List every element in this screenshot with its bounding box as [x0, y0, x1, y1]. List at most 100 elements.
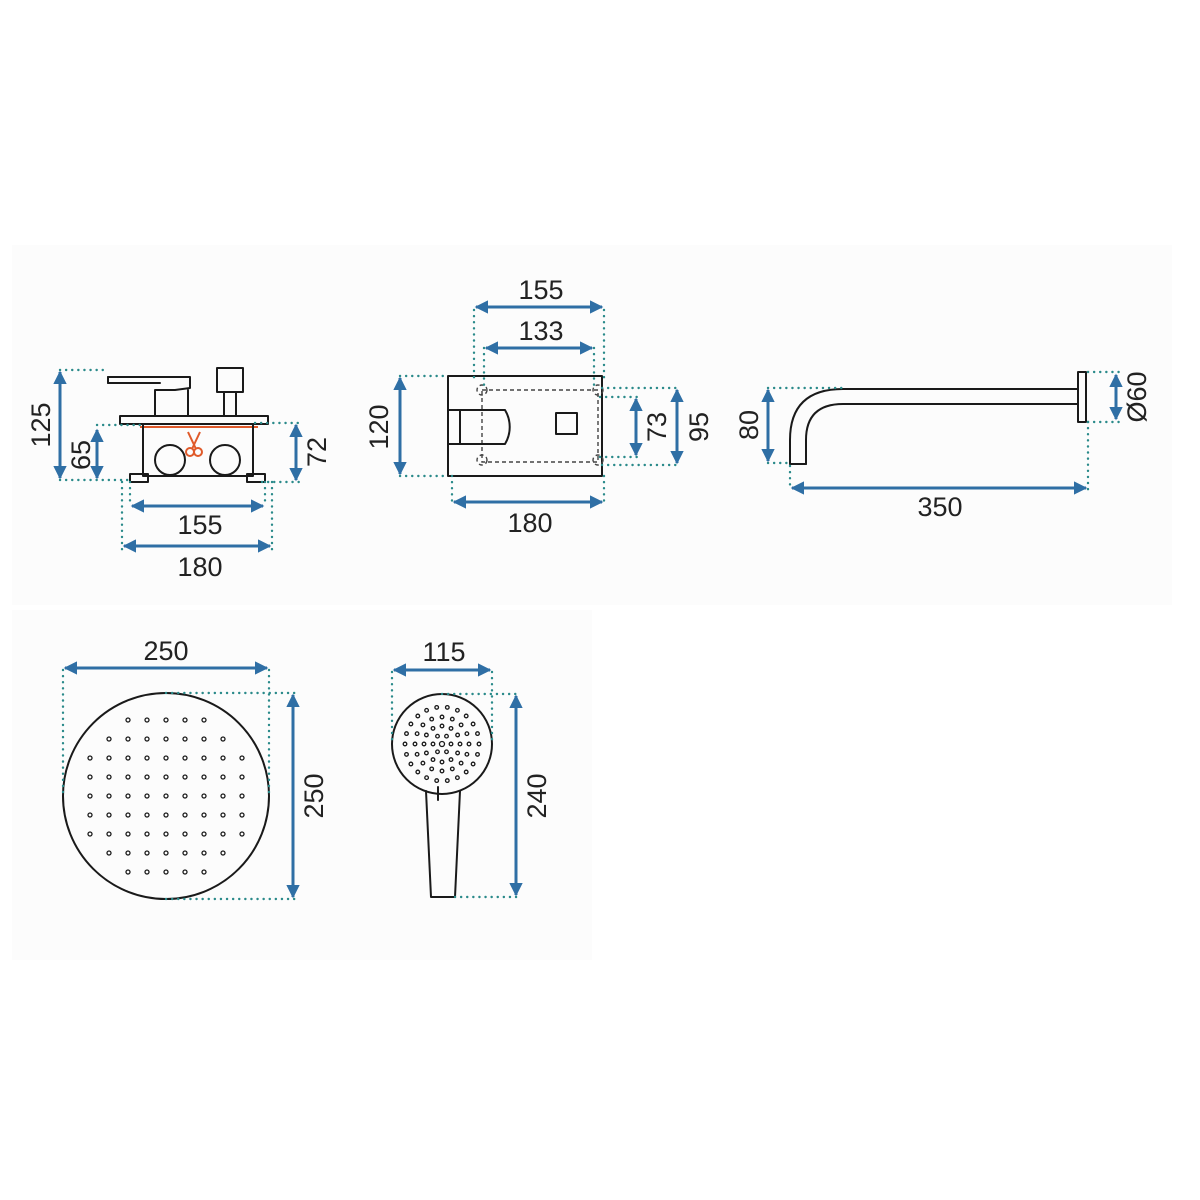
- hand-nozzle-hole: [420, 722, 426, 728]
- hand-nozzle-hole: [449, 716, 455, 722]
- hand-nozzle-hole: [470, 721, 476, 727]
- left-outlet: [154, 444, 186, 476]
- lever-handle: [107, 376, 191, 417]
- nozzle-hole: [144, 774, 150, 780]
- nozzle-hole: [87, 774, 93, 780]
- hand-nozzle-hole: [444, 704, 450, 710]
- nozzle-hole: [182, 717, 188, 723]
- label-73: 73: [642, 412, 672, 442]
- scissors-icon: [185, 431, 203, 457]
- diverter-knob: [216, 367, 244, 393]
- hand-nozzle-hole: [429, 716, 435, 722]
- nozzle-hole: [125, 793, 131, 799]
- hand-nozzle-hole: [438, 740, 446, 748]
- nozzle-hole: [125, 717, 131, 723]
- hand-shower-view: 115 240: [390, 637, 552, 899]
- label-115: 115: [422, 637, 465, 667]
- right-outlet: [209, 444, 241, 476]
- hand-nozzle-hole: [414, 751, 420, 757]
- hand-shower-handle: [425, 790, 461, 898]
- nozzle-hole: [125, 869, 131, 875]
- nozzle-hole: [201, 831, 207, 837]
- hand-nozzle-hole: [424, 775, 430, 781]
- nozzle-hole: [239, 793, 245, 799]
- hand-nozzle-hole: [423, 732, 429, 738]
- nozzle-hole: [87, 831, 93, 837]
- nozzle-hole: [163, 717, 169, 723]
- hand-nozzle-hole: [408, 761, 414, 767]
- nozzle-hole: [87, 812, 93, 818]
- hand-nozzle-hole: [458, 722, 464, 728]
- nozzle-hole: [125, 812, 131, 818]
- hand-nozzle-hole: [429, 766, 435, 772]
- nozzle-hole: [163, 850, 169, 856]
- hand-nozzle-hole: [458, 760, 464, 766]
- label-155-side: 155: [177, 510, 222, 540]
- nozzle-hole: [163, 774, 169, 780]
- hand-nozzle-hole: [434, 778, 440, 784]
- nozzle-hole: [182, 736, 188, 742]
- nozzle-hole: [182, 793, 188, 799]
- label-125: 125: [26, 402, 56, 447]
- nozzle-hole: [239, 774, 245, 780]
- nozzle-hole: [163, 736, 169, 742]
- label-72: 72: [302, 437, 332, 467]
- label-240: 240: [522, 773, 552, 818]
- right-foot: [246, 473, 266, 483]
- nozzle-hole: [106, 793, 112, 799]
- hand-nozzle-hole: [475, 731, 480, 737]
- nozzle-hole: [220, 755, 226, 761]
- label-60: Ø60: [1122, 371, 1152, 422]
- nozzle-hole: [144, 793, 150, 799]
- nozzle-hole: [201, 717, 207, 723]
- hand-nozzle-hole: [423, 750, 429, 756]
- nozzle-hole: [125, 831, 131, 837]
- nozzle-hole: [106, 736, 112, 742]
- hand-nozzle-hole: [454, 775, 460, 781]
- hand-nozzle-hole: [430, 741, 436, 747]
- hand-nozzle-hole: [420, 760, 426, 766]
- hand-nozzle-hole: [421, 741, 427, 747]
- nozzle-hole: [182, 755, 188, 761]
- nozzle-hole: [163, 755, 169, 761]
- nozzle-hole: [106, 755, 112, 761]
- nozzle-hole: [220, 812, 226, 818]
- hand-nozzle-hole: [424, 707, 430, 713]
- nozzle-hole: [182, 774, 188, 780]
- hand-nozzle-hole: [449, 766, 455, 772]
- label-80: 80: [734, 410, 764, 440]
- hand-nozzle-hole: [415, 769, 421, 775]
- label-250-width: 250: [143, 636, 188, 666]
- hand-nozzle-hole: [435, 749, 440, 755]
- arm-pipe-inner: [805, 403, 1079, 465]
- label-350: 350: [917, 492, 962, 522]
- nozzle-hole: [144, 755, 150, 761]
- nozzle-hole: [201, 793, 207, 799]
- nozzle-hole: [144, 850, 150, 856]
- label-250-height: 250: [299, 773, 329, 818]
- nozzle-hole: [220, 831, 226, 837]
- nozzle-hole: [201, 736, 207, 742]
- nozzle-hole: [201, 755, 207, 761]
- nozzle-hole: [239, 812, 245, 818]
- hand-nozzle-hole: [475, 751, 480, 757]
- hand-nozzle-hole: [448, 741, 454, 747]
- nozzle-hole: [163, 831, 169, 837]
- nozzle-hole: [201, 869, 207, 875]
- nozzle-hole: [182, 831, 188, 837]
- nozzle-hole: [182, 850, 188, 856]
- hand-nozzle-hole: [402, 741, 408, 747]
- hand-nozzle-hole: [444, 733, 449, 739]
- nozzle-hole: [163, 793, 169, 799]
- hand-nozzle-hole: [466, 741, 472, 747]
- nozzle-grid: [87, 717, 245, 875]
- nozzle-hole: [201, 812, 207, 818]
- nozzle-hole: [125, 774, 131, 780]
- nozzle-hole: [182, 869, 188, 875]
- mixer-body: [142, 423, 254, 477]
- hand-nozzle-hole: [430, 725, 436, 731]
- nozzle-hole: [144, 831, 150, 837]
- left-foot: [129, 473, 149, 483]
- front-plate: [447, 375, 603, 477]
- mixer-side-view: 125 65 72 155 180: [26, 367, 332, 582]
